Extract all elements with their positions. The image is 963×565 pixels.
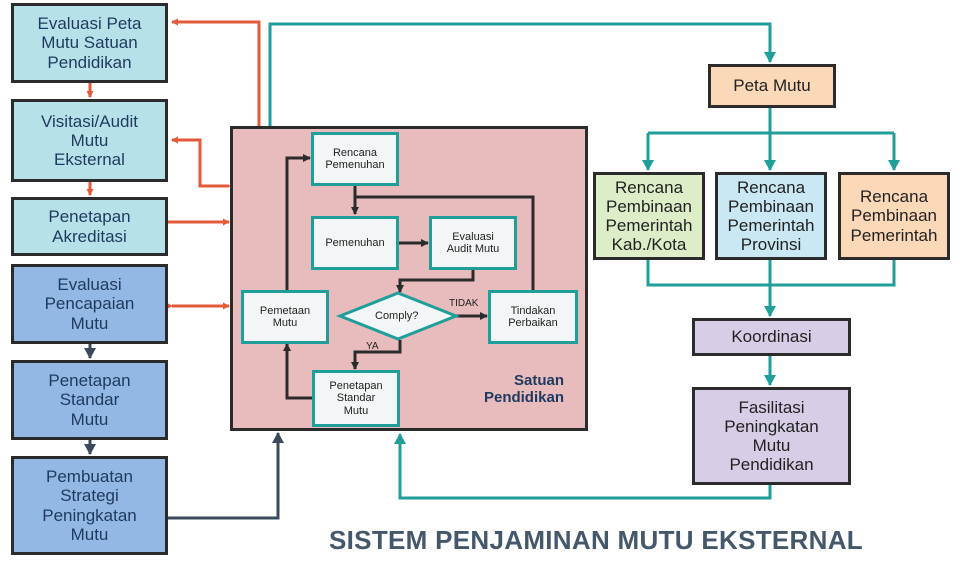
box-pembuatan-strategi: Pembuatan Strategi Peningkatan Mutu (11, 456, 168, 555)
box-rencana-provinsi-label: Rencana Pembinaan Pemerintah Provinsi (727, 177, 815, 255)
arrow-strategi-to-satuan (168, 432, 284, 520)
box-penetapan-standar-inner: Penetapan Standar Mutu (312, 370, 400, 427)
box-visitasi-audit-label: Visitasi/Audit Mutu Eksternal (40, 111, 138, 170)
box-evaluasi-peta-mutu-label: Evaluasi Peta Mutu Satuan Pendidikan (37, 14, 142, 72)
box-visitasi-audit: Visitasi/Audit Mutu Eksternal (11, 99, 168, 182)
diagram-title: SISTEM PENJAMINAN MUTU EKSTERNAL (329, 525, 863, 555)
box-penetapan-standar-mutu: Penetapan Standar Mutu (11, 360, 168, 440)
satuan-pendidikan-label: Satuan Pendidikan (483, 372, 564, 406)
box-pemenuhan: Pemenuhan (311, 216, 399, 270)
box-evaluasi-audit-mutu-label: Evaluasi Audit Mutu (446, 230, 500, 255)
box-evaluasi-audit-mutu: Evaluasi Audit Mutu (429, 216, 517, 270)
box-tindakan-perbaikan: Tindakan Perbaikan (488, 290, 578, 344)
box-tindakan-perbaikan-label: Tindakan Perbaikan (508, 304, 558, 329)
tidak-label: TIDAK (449, 298, 479, 309)
box-koordinasi-label: Koordinasi (731, 327, 812, 347)
box-rencana-pemerintah-label: Rencana Pembinaan Pemerintah (850, 187, 938, 245)
box-rencana-pemenuhan: Rencana Pemenuhan (311, 132, 399, 186)
arrow-visitasi-link (171, 136, 235, 190)
box-fasilitasi-label: Fasilitasi Peningkatan Mutu Pendidikan (724, 397, 819, 475)
box-evaluasi-pencapaian-label: Evaluasi Pencapaian Mutu (44, 275, 135, 333)
ya-label: YA (366, 341, 379, 352)
box-penetapan-standar-inner-label: Penetapan Standar Mutu (329, 379, 383, 417)
box-pemenuhan-label: Pemenuhan (325, 236, 385, 249)
box-evaluasi-peta-mutu: Evaluasi Peta Mutu Satuan Pendidikan (11, 3, 168, 83)
box-rencana-kab-kota-label: Rencana Pembinaan Pemerintah Kab./Kota (605, 177, 693, 255)
box-koordinasi: Koordinasi (692, 318, 851, 356)
box-pembuatan-strategi-label: Pembuatan Strategi Peningkatan Mutu (42, 467, 137, 544)
box-penetapan-standar-mutu-label: Penetapan Standar Mutu (48, 371, 131, 429)
box-rencana-provinsi: Rencana Pembinaan Pemerintah Provinsi (715, 172, 827, 260)
box-rencana-kab-kota: Rencana Pembinaan Pemerintah Kab./Kota (593, 172, 705, 260)
box-rencana-pemenuhan-label: Rencana Pemenuhan (325, 146, 385, 171)
box-penetapan-akreditasi: Penetapan Akreditasi (11, 197, 168, 256)
box-penetapan-akreditasi-label: Penetapan Akreditasi (48, 207, 131, 246)
box-fasilitasi: Fasilitasi Peningkatan Mutu Pendidikan (692, 387, 851, 485)
box-peta-mutu-label: Peta Mutu (733, 76, 811, 96)
comply-label: Comply? (375, 310, 419, 322)
box-pemetaan-mutu: Pemetaan Mutu (241, 290, 329, 344)
box-evaluasi-pencapaian: Evaluasi Pencapaian Mutu (11, 264, 168, 344)
box-peta-mutu: Peta Mutu (708, 64, 836, 108)
box-rencana-pemerintah: Rencana Pembinaan Pemerintah (838, 172, 950, 260)
arrow-fasilitasi-to-satuan (394, 433, 772, 500)
box-pemetaan-mutu-label: Pemetaan Mutu (259, 304, 311, 329)
